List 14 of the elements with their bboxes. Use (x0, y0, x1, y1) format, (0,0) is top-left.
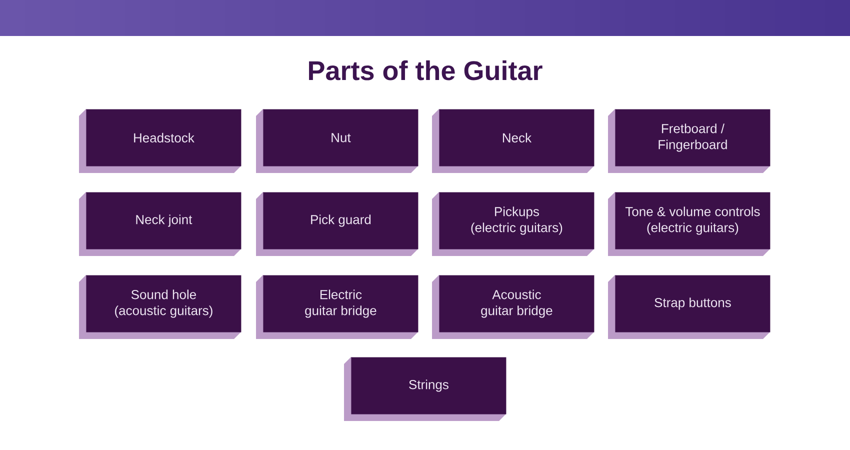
text-box: Nut (256, 109, 418, 173)
text-box: Electric guitar bridge (256, 275, 418, 339)
text-box: Pickups (electric guitars) (432, 192, 594, 256)
text-box: Strings (344, 357, 506, 421)
text-box: Headstock (79, 109, 242, 173)
text-box: Tone & volume controls (electric guitars) (608, 192, 770, 256)
text-box: Fretboard / Fingerboard (608, 109, 770, 173)
text-box: Sound hole (acoustic guitars) (79, 275, 242, 339)
text-box: Neck (432, 109, 594, 173)
text-box: Strap buttons (608, 275, 770, 339)
text-box: Neck joint (79, 192, 242, 256)
title: Parts of the Guitar (309, 60, 542, 80)
text-box: Acoustic guitar bridge (432, 275, 594, 339)
text-box: Pick guard (256, 192, 418, 256)
